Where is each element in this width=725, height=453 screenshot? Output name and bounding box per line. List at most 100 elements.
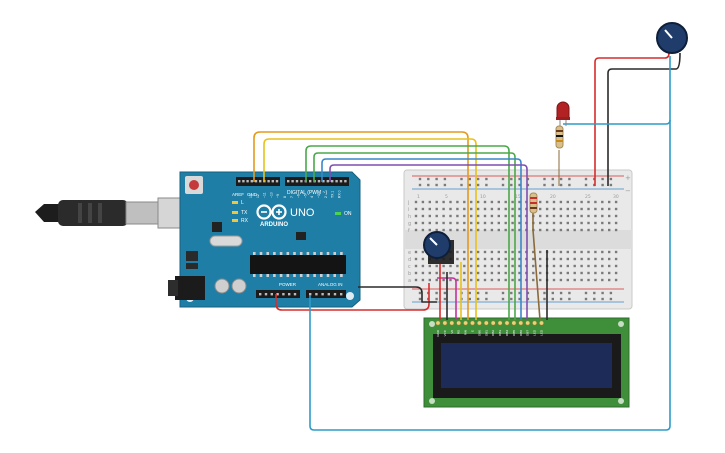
breadboard-hole: [511, 221, 514, 225]
potentiometer-top[interactable]: [656, 22, 688, 54]
power-pin: [288, 293, 291, 296]
column-number: 25: [585, 194, 591, 200]
rail-hole: [476, 291, 480, 295]
chip-leg: [266, 252, 269, 255]
breadboard-hole: [428, 214, 431, 218]
breadboard-hole: [532, 264, 535, 268]
lcd-pin-label: VCC: [443, 329, 447, 336]
breadboard-hole: [552, 221, 556, 225]
row-letter: h: [408, 214, 411, 220]
lcd-pin-label: DB5: [512, 330, 516, 336]
breadboard-hole: [594, 257, 597, 261]
breadboard-hole: [518, 257, 521, 261]
lcd-pin-label: DB4: [505, 330, 509, 336]
breadboard-hole: [497, 250, 500, 254]
breadboard-hole: [614, 257, 618, 261]
breadboard-hole: [545, 200, 549, 204]
lcd-pin: [532, 320, 538, 326]
breadboard-hole: [442, 207, 445, 211]
column-number: 30: [613, 194, 619, 200]
breadboard-hole: [580, 250, 583, 254]
breadboard-hole: [566, 214, 569, 218]
breadboard-hole: [476, 228, 480, 232]
rail-hole: [543, 291, 546, 295]
lcd-pin-label: RW: [464, 330, 468, 335]
chip-leg: [326, 274, 330, 277]
rail-hole: [443, 297, 447, 301]
breadboard-hole: [421, 250, 425, 254]
breadboard-hole: [559, 207, 563, 211]
rail-hole: [510, 291, 513, 295]
breadboard-hole: [614, 200, 618, 204]
lcd-pin-label: DB0: [477, 330, 481, 336]
rail-hole: [485, 291, 488, 295]
breadboard-hole: [435, 228, 438, 232]
breadboard-hole: [587, 278, 590, 282]
digital-pin-label: 8: [283, 196, 287, 198]
breadboard-hole: [456, 221, 459, 225]
rail-hole: [559, 183, 563, 187]
wire-red-top-pot: [594, 52, 670, 186]
breadboard-hole: [614, 271, 618, 275]
breadboard-hole: [504, 278, 507, 282]
breadboard-hole: [511, 264, 514, 268]
digital-pin-label: 13: [249, 194, 253, 198]
column-number: 1: [417, 194, 420, 200]
chip-leg: [259, 252, 263, 255]
potentiometer-breadboard[interactable]: [423, 231, 454, 264]
breadboard-hole: [504, 271, 507, 275]
rail-hole: [501, 177, 505, 181]
breadboard-hole: [608, 200, 611, 204]
header-pin: [267, 180, 270, 183]
power-pin: [259, 293, 262, 296]
lcd-screen: [441, 343, 612, 388]
breadboard-hole: [435, 221, 438, 225]
breadboard-hole: [456, 214, 459, 218]
lcd-pin: [538, 320, 544, 326]
breadboard-hole: [594, 278, 597, 282]
rail-hole: [476, 297, 480, 301]
breadboard-hole: [587, 228, 590, 232]
chip-leg: [299, 274, 303, 277]
gnd-label: GND: [247, 192, 258, 197]
led-on-label: ON: [344, 211, 352, 217]
breadboard-hole: [463, 200, 466, 204]
breadboard-hole: [449, 228, 452, 232]
breadboard-hole: [552, 207, 556, 211]
header-pin: [250, 180, 253, 183]
rail-hole: [526, 177, 530, 181]
breadboard-hole: [414, 271, 418, 275]
breadboard-hole: [414, 250, 418, 254]
breadboard-hole: [504, 207, 507, 211]
header-pin: [322, 180, 325, 183]
power-label: POWER: [279, 282, 297, 287]
breadboard-hole: [580, 264, 583, 268]
breadboard-hole: [518, 200, 521, 204]
breadboard-hole: [614, 278, 618, 282]
rail-hole: [559, 291, 563, 295]
breadboard-hole: [442, 228, 445, 232]
wire-green-1: [305, 145, 510, 320]
lcd-pin: [469, 320, 475, 326]
rail-minus-label: −: [625, 187, 631, 195]
breadboard-hole: [552, 250, 556, 254]
reset-button-cap[interactable]: [189, 180, 199, 190]
breadboard-hole: [594, 214, 597, 218]
dc-jack-barrel: [168, 280, 178, 296]
breadboard-hole: [470, 278, 473, 282]
header-pin: [287, 180, 290, 183]
breadboard-hole: [511, 278, 514, 282]
breadboard-hole: [566, 228, 569, 232]
breadboard-hole: [483, 200, 487, 204]
rail-hole: [518, 297, 521, 301]
rail-hole: [468, 297, 471, 301]
row-letter: i: [408, 207, 409, 213]
digital-header-left: [236, 177, 280, 186]
breadboard-hole: [490, 228, 494, 232]
rail-hole: [418, 183, 422, 187]
breadboard-hole: [483, 257, 487, 261]
digital-pin-label: 2: [324, 196, 328, 198]
header-pin: [300, 180, 303, 183]
